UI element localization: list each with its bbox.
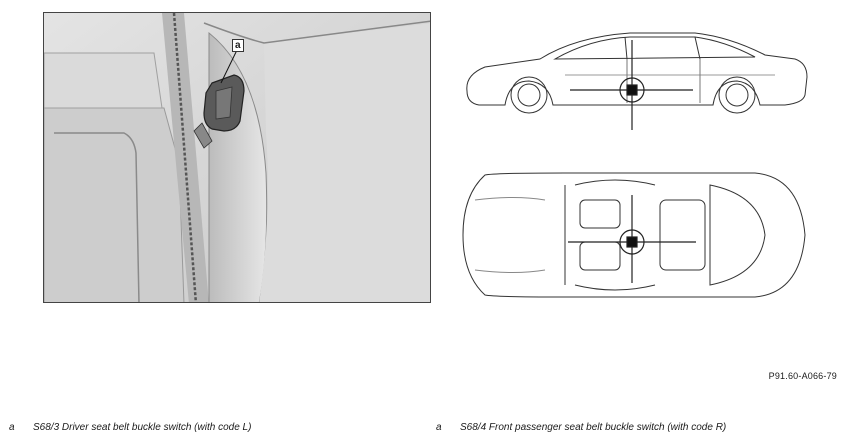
legend-text: S68/4 Front passenger seat belt buckle s… bbox=[460, 422, 727, 433]
side-location-marker bbox=[570, 40, 693, 130]
interior-illustration bbox=[44, 13, 430, 302]
buckle-switch-icon bbox=[193, 74, 245, 149]
figure-reference-code: P91.60-A066-79 bbox=[768, 371, 837, 381]
vehicle-location-diagram bbox=[455, 25, 815, 310]
top-location-marker bbox=[568, 195, 696, 283]
legend-text: S68/3 Driver seat belt buckle switch (wi… bbox=[33, 422, 252, 433]
legend-key: a bbox=[9, 422, 15, 433]
photo-callout-label: a bbox=[232, 39, 244, 52]
car-side-view-icon bbox=[466, 32, 808, 114]
seat-belt-buckle-photo: a bbox=[43, 12, 431, 303]
legend-key: a bbox=[436, 422, 442, 433]
car-top-view-icon bbox=[462, 172, 806, 298]
